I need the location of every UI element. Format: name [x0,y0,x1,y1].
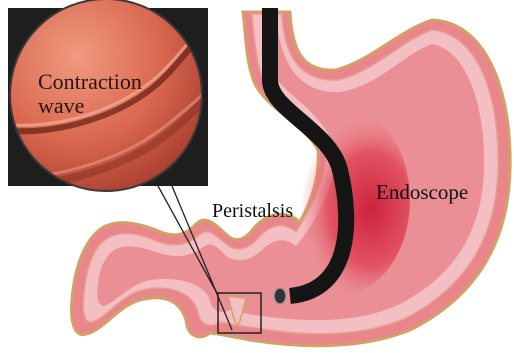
contraction-wave-label-line1: Contraction [38,70,142,94]
contraction-wave-label-line2: wave [38,94,142,118]
peristalsis-label: Peristalsis [212,200,293,222]
contraction-wave-label: Contraction wave [38,70,142,118]
endoscope-label: Endoscope [376,181,468,204]
endoscope-tip [274,288,286,304]
